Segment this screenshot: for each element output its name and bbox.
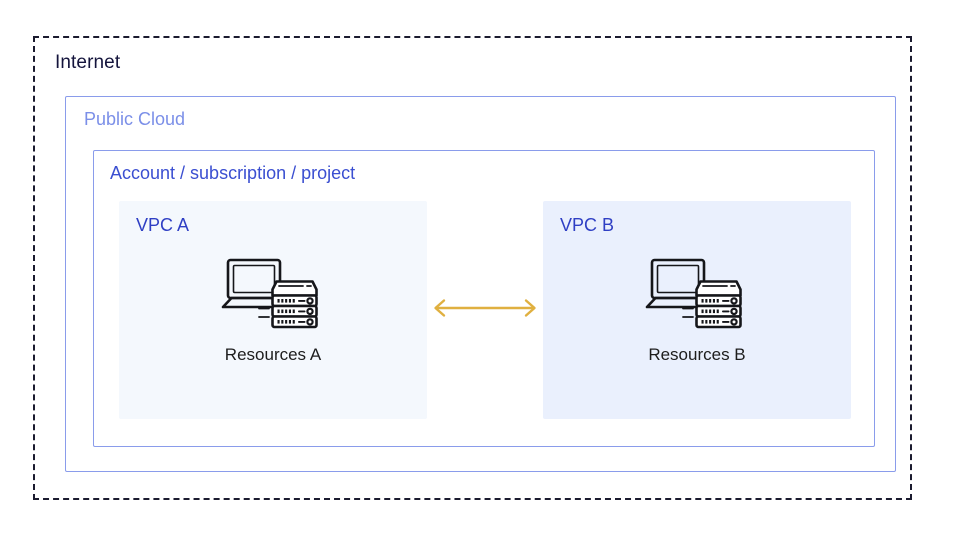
- account-boundary: Account / subscription / project VPC A: [93, 150, 875, 447]
- account-label: Account / subscription / project: [110, 163, 356, 183]
- laptop-server-rack-icon: [221, 258, 318, 329]
- vpc-b-label: VPC B: [560, 215, 615, 235]
- vpc-a-label: VPC A: [136, 215, 190, 235]
- vpc-a-panel: VPC A: [119, 201, 427, 419]
- vpc-a-resource-label: Resources A: [224, 345, 322, 364]
- vpc-b-resource-label: Resources B: [648, 345, 746, 364]
- public-cloud-label: Public Cloud: [84, 109, 186, 129]
- internet-boundary: Internet Public Cloud Account / subscrip…: [33, 36, 912, 500]
- vpc-b-figure: Resources B: [543, 255, 851, 365]
- vpc-a-figure: Resources A: [119, 255, 427, 365]
- public-cloud-boundary: Public Cloud Account / subscription / pr…: [65, 96, 896, 472]
- internet-label: Internet: [55, 52, 121, 73]
- bidirectional-peering-arrow: [427, 296, 543, 320]
- laptop-server-rack-icon: [645, 258, 742, 329]
- vpc-b-panel: VPC B: [543, 201, 851, 419]
